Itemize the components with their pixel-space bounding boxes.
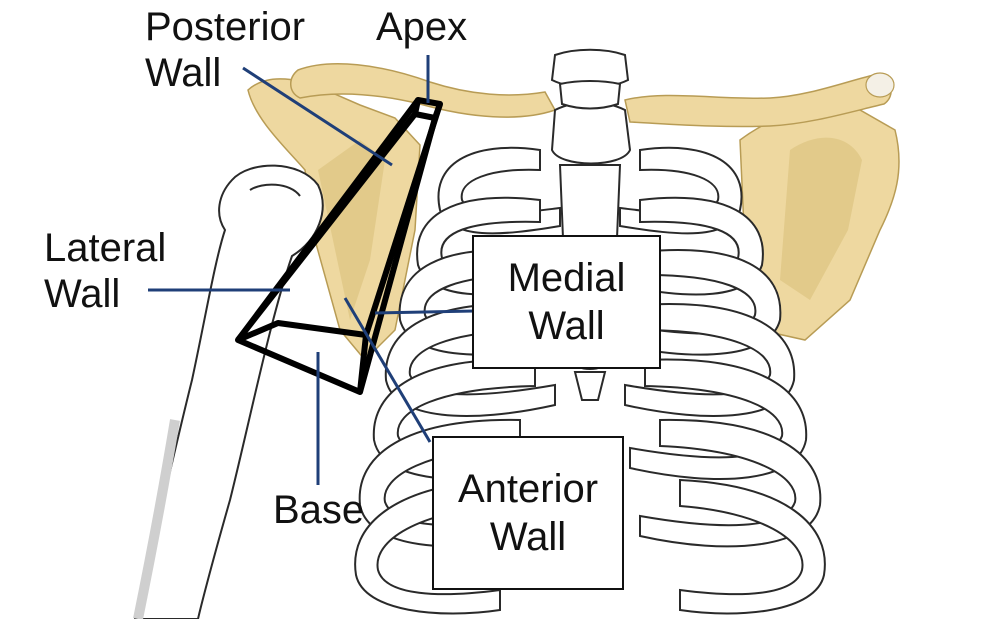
medial-wall-line2: Wall	[528, 304, 605, 348]
anterior-wall-line2: Wall	[489, 515, 567, 559]
posterior-wall-line1: Posterior	[145, 5, 306, 49]
medial-wall-box: Medial Wall	[472, 235, 661, 369]
anterior-wall-line1: Anterior	[457, 467, 599, 511]
apex-label: Apex	[376, 5, 468, 49]
medial-wall-leader	[374, 309, 475, 315]
lateral-wall-label: Lateral Wall	[44, 225, 166, 317]
anterior-wall-box: Anterior Wall	[432, 436, 624, 590]
lateral-wall-line1: Lateral	[44, 226, 167, 270]
posterior-wall-leader	[242, 66, 393, 167]
clavicle-left	[290, 63, 557, 118]
posterior-wall-label: Posterior Wall	[145, 4, 305, 96]
rib-cage	[354, 146, 826, 615]
humerus	[133, 164, 324, 619]
clavicle-right	[624, 72, 895, 128]
leader-lines	[148, 55, 475, 485]
medial-wall-line1: Medial	[507, 256, 626, 300]
lateral-wall-line2: Wall	[44, 272, 121, 316]
posterior-wall-line2: Wall	[145, 51, 222, 95]
base-label: Base	[273, 488, 365, 532]
anterior-wall-leader	[343, 297, 432, 443]
scapula-right	[739, 105, 900, 341]
